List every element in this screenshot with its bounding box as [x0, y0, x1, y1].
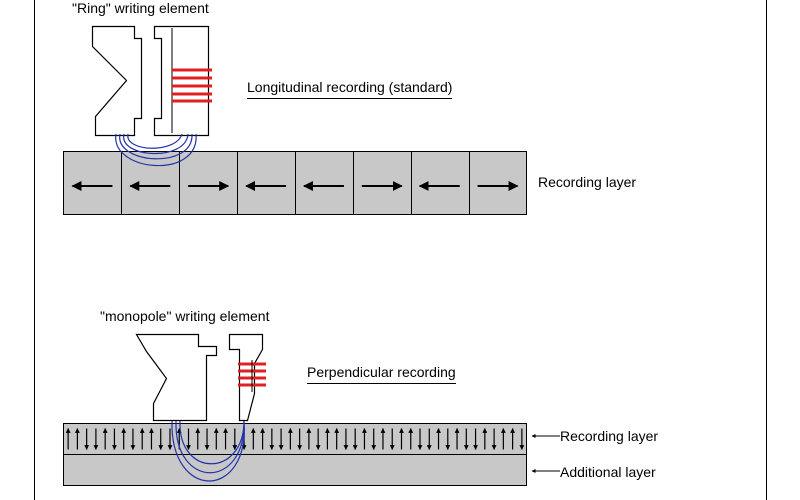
monopole-return-pole [135, 333, 218, 422]
longitudinal-domain-dividers [121, 151, 470, 215]
ring-head-right-pole [153, 25, 210, 137]
ring-flux-lines [115, 133, 197, 167]
ring-head-label: "Ring" writing element [72, 0, 209, 16]
perpendicular-recording-layer-label: Recording layer [560, 428, 659, 444]
ring-coil [172, 68, 212, 103]
additional-layer-label: Additional layer [560, 464, 656, 480]
perpendicular-additional-layer [63, 454, 527, 486]
monopole-flux-lines [171, 420, 245, 482]
perpendicular-title: Perpendicular recording [307, 364, 456, 384]
longitudinal-recording-layer-label: Recording layer [538, 174, 637, 190]
ring-head-left-pole [91, 25, 143, 137]
longitudinal-title: Longitudinal recording (standard) [247, 79, 453, 99]
monopole-head-label: "monopole" writing element [100, 308, 270, 324]
